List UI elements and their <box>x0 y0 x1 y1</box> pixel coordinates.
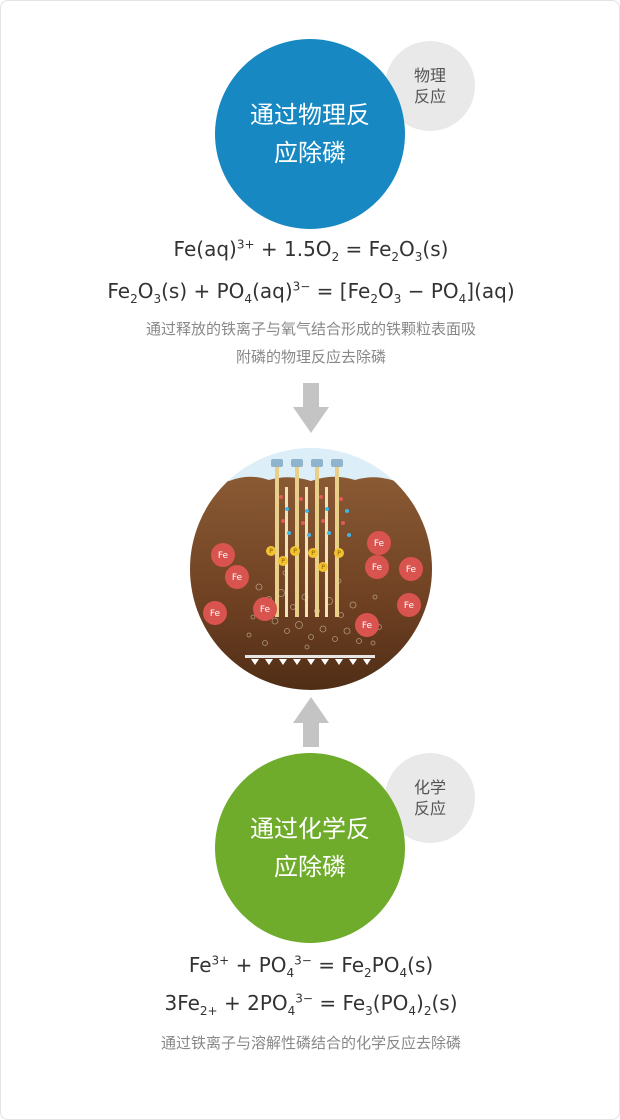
svg-text:Fe: Fe <box>406 565 417 575</box>
phosphate-ions: P P P P P P <box>266 546 344 572</box>
physical-description: 通过释放的铁离子与氧气结合形成的铁颗粒表面吸 附磷的物理反应去除磷 <box>145 320 476 366</box>
svg-text:P: P <box>269 548 273 555</box>
p-ion: P <box>266 546 276 556</box>
ion-dots <box>279 495 351 537</box>
physical-tag-line2: 反应 <box>413 87 446 106</box>
svg-text:P: P <box>293 548 297 555</box>
fe-ion: Fe <box>397 593 421 617</box>
physical-title-line2: 应除磷 <box>274 139 346 167</box>
chemical-equation-1: Fe3+ + PO43− = Fe2PO4(s) <box>188 953 434 980</box>
svg-text:Fe: Fe <box>372 563 383 573</box>
svg-text:Fe: Fe <box>232 573 243 583</box>
chemical-title-line1: 通过化学反 <box>250 815 370 843</box>
p-ion: P <box>334 548 344 558</box>
svg-text:P: P <box>281 558 285 565</box>
svg-text:P: P <box>321 564 325 571</box>
svg-text:P: P <box>337 550 341 557</box>
physical-tag-line1: 物理 <box>413 66 446 85</box>
svg-text:Fe: Fe <box>260 605 271 615</box>
iron-ions: Fe Fe Fe Fe Fe Fe Fe Fe Fe <box>203 531 423 637</box>
svg-text:Fe: Fe <box>374 539 385 549</box>
fe-ion: Fe <box>399 557 423 581</box>
svg-text:Fe: Fe <box>362 621 373 631</box>
chemical-description: 通过铁离子与溶解性磷结合的化学反应去除磷 <box>160 1034 461 1052</box>
soil-area <box>190 476 432 690</box>
fe-ion: Fe <box>203 601 227 625</box>
p-ion: P <box>290 546 300 556</box>
fe-ion: Fe <box>355 613 379 637</box>
physical-title-line1: 通过物理反 <box>250 101 370 129</box>
fe-ion: Fe <box>225 565 249 589</box>
arrow-up-icon <box>293 697 329 747</box>
svg-text:Fe: Fe <box>210 609 221 619</box>
p-ion: P <box>278 556 288 566</box>
chemical-removal-circle: 通过化学反 应除磷 <box>215 753 405 943</box>
arrow-down-icon <box>293 383 329 433</box>
electrode-caps <box>271 459 343 467</box>
svg-text:Fe: Fe <box>218 551 229 561</box>
chemical-tag-line1: 化学 <box>413 778 446 797</box>
chemical-title-line2: 应除磷 <box>274 853 346 881</box>
chemical-equation-2: 3Fe2+ + 2PO43− = Fe3(PO4)2(s) <box>164 991 458 1018</box>
physical-removal-circle: 通过物理反 应除磷 <box>215 39 405 229</box>
fe-ion: Fe <box>211 543 235 567</box>
fe-ion: Fe <box>253 597 277 621</box>
phosphorus-removal-diagram: P P P P P P Fe Fe Fe Fe Fe Fe Fe Fe Fe <box>190 448 432 690</box>
svg-text:Fe: Fe <box>404 601 415 611</box>
p-ion: P <box>308 548 318 558</box>
chemical-tag-line2: 反应 <box>413 799 446 818</box>
physical-equation-1: Fe(aq)3+ + 1.5O2 = Fe2O3(s) <box>173 237 449 264</box>
electrode-rods <box>275 467 339 617</box>
physical-equation-2: Fe2O3(s) + PO4(aq)3− = [Fe2O3 − PO4](aq) <box>107 279 515 306</box>
p-ion: P <box>318 562 328 572</box>
svg-text:P: P <box>311 550 315 557</box>
base-pipe <box>245 655 375 665</box>
fe-ion: Fe <box>367 531 391 555</box>
fe-ion: Fe <box>365 555 389 579</box>
